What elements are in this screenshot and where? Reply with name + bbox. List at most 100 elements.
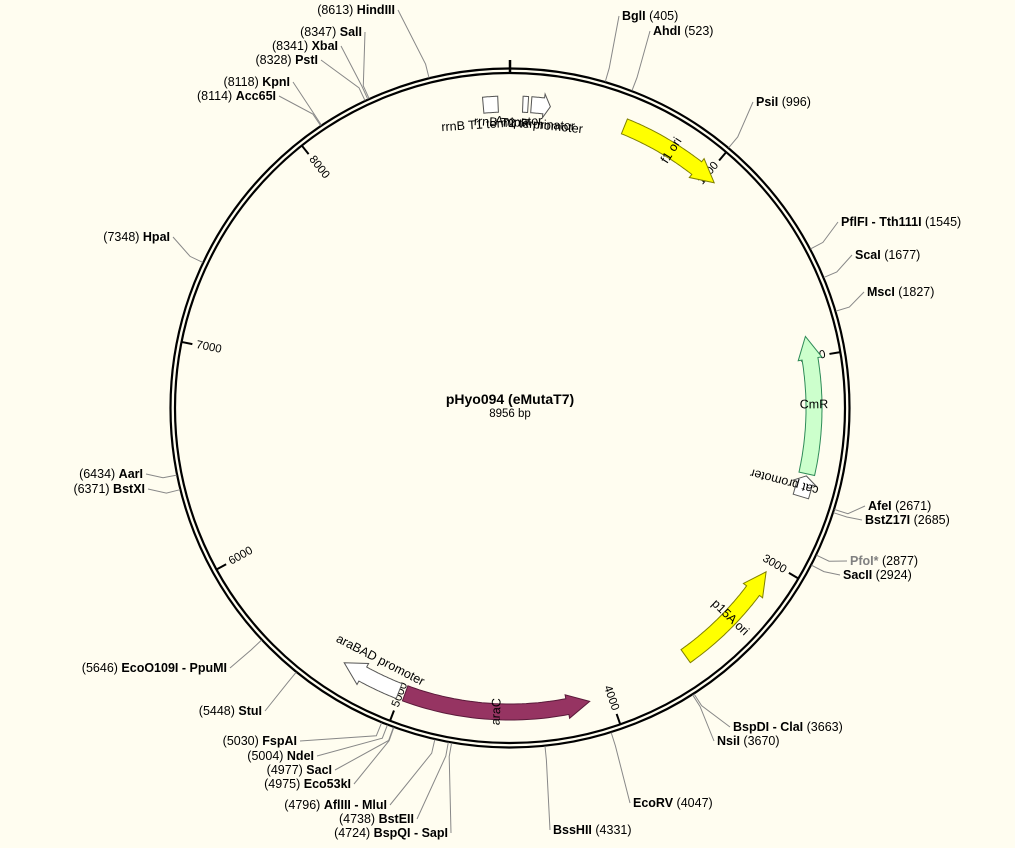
- site-afliii-mlui[interactable]: (4796) AflIII - MluI: [284, 739, 436, 812]
- site-bspqi-sapi-label[interactable]: (4724) BspQI - SapI: [334, 826, 448, 840]
- site-xbai-label[interactable]: (8341) XbaI: [272, 39, 338, 53]
- site-bsteii-label[interactable]: (4738) BstEII: [339, 812, 414, 826]
- site-position: (2685): [910, 513, 950, 527]
- site-ahdi-label[interactable]: AhdI (523): [653, 24, 713, 38]
- site-ndei[interactable]: (5004) NdeI: [247, 724, 388, 763]
- site-position: (8613): [317, 3, 357, 17]
- site-sacii-label[interactable]: SacII (2924): [843, 568, 912, 582]
- site-position: (1545): [922, 215, 962, 229]
- plasmid-title: pHyo094 (eMutaT7): [446, 391, 574, 407]
- site-name: NsiI: [717, 734, 740, 748]
- site-pflfi-tth111i-leader: [810, 221, 839, 250]
- site-name: BstXI: [113, 482, 145, 496]
- site-hpai-label[interactable]: (7348) HpaI: [103, 230, 170, 244]
- site-pflfi-tth111i-label[interactable]: PflFI - Tth111I (1545): [841, 215, 961, 229]
- site-hindiii-leader: [397, 9, 430, 78]
- site-name: KpnI: [262, 75, 290, 89]
- feature-rrnb-t2: rrnB T2 terminator: [474, 95, 576, 133]
- site-sali[interactable]: (8347) SalI: [300, 25, 370, 99]
- site-ecorv-label[interactable]: EcoRV (4047): [633, 796, 713, 810]
- site-nsii-leader: [692, 694, 715, 742]
- site-psii-label[interactable]: PsiI (996): [756, 95, 811, 109]
- site-bspqi-sapi[interactable]: (4724) BspQI - SapI: [334, 742, 453, 840]
- site-afei-label[interactable]: AfeI (2671): [868, 499, 931, 513]
- site-position: (2877): [878, 554, 918, 568]
- site-bsteii[interactable]: (4738) BstEII: [339, 742, 449, 826]
- site-saci-label[interactable]: (4977) SacI: [267, 763, 332, 777]
- site-nsii[interactable]: NsiI (3670): [692, 694, 780, 748]
- site-position: (6371): [73, 482, 113, 496]
- site-stui[interactable]: (5448) StuI: [199, 671, 297, 718]
- site-acc65i-label[interactable]: (8114) Acc65I: [197, 89, 276, 103]
- site-bspqi-sapi-leader: [448, 742, 453, 834]
- site-sacii[interactable]: SacII (2924): [811, 564, 912, 582]
- site-ndei-leader: [316, 724, 388, 757]
- site-eco53ki[interactable]: (4975) Eco53kI: [264, 727, 395, 792]
- site-aari-leader: [145, 473, 177, 479]
- feature-rrnb-t1-label: rrnB T1 terminator: [441, 114, 543, 134]
- site-scai[interactable]: ScaI (1677): [823, 248, 920, 278]
- site-pfoi-label[interactable]: PfoI* (2877): [850, 554, 918, 568]
- site-bsshii-label[interactable]: BssHII (4331): [553, 823, 632, 837]
- site-hpai[interactable]: (7348) HpaI: [103, 230, 204, 263]
- site-ecoo109i-ppumi-label[interactable]: (5646) EcoO109I - PpuMI: [82, 661, 227, 675]
- site-aari[interactable]: (6434) AarI: [79, 467, 177, 481]
- site-scai-label[interactable]: ScaI (1677): [855, 248, 920, 262]
- feature-cmr-shape: [797, 335, 823, 477]
- site-psii[interactable]: PsiI (996): [728, 95, 811, 149]
- site-fspai[interactable]: (5030) FspAI: [223, 722, 383, 748]
- site-pflfi-tth111i[interactable]: PflFI - Tth111I (1545): [810, 215, 962, 250]
- site-psti-label[interactable]: (8328) PstI: [255, 53, 318, 67]
- site-bgli[interactable]: BglI (405): [604, 9, 678, 82]
- site-eco53ki-label[interactable]: (4975) Eco53kI: [264, 777, 351, 791]
- site-nsii-label[interactable]: NsiI (3670): [717, 734, 780, 748]
- tick-label-7000: 7000: [195, 339, 222, 356]
- site-bsteii-leader: [416, 742, 449, 820]
- site-hindiii[interactable]: (8613) HindIII: [317, 3, 430, 78]
- site-bstxi[interactable]: (6371) BstXI: [73, 482, 181, 496]
- feature-rrnb-t2-label: rrnB T2 terminator: [474, 114, 576, 133]
- site-stui-label[interactable]: (5448) StuI: [199, 704, 262, 718]
- feature-rrnb-t2-shape: [521, 95, 530, 113]
- site-name: HindIII: [357, 3, 395, 17]
- site-ecoo109i-ppumi[interactable]: (5646) EcoO109I - PpuMI: [82, 639, 262, 675]
- site-name: HpaI: [143, 230, 170, 244]
- site-ahdi[interactable]: AhdI (523): [631, 24, 713, 91]
- site-fspai-label[interactable]: (5030) FspAI: [223, 734, 297, 748]
- feature-arac-label: araC: [488, 698, 503, 726]
- feature-cmr: CmR: [797, 335, 828, 477]
- site-kpni-label[interactable]: (8118) KpnI: [224, 75, 290, 89]
- site-afliii-mlui-label[interactable]: (4796) AflIII - MluI: [284, 798, 387, 812]
- site-bspdi-clai-label[interactable]: BspDI - ClaI (3663): [733, 720, 843, 734]
- site-pfoi[interactable]: PfoI* (2877): [816, 554, 919, 568]
- site-bstz17i[interactable]: BstZ17I (2685): [833, 512, 950, 527]
- site-psti[interactable]: (8328) PstI: [255, 53, 366, 101]
- site-eco53ki-leader: [353, 727, 395, 785]
- site-msci[interactable]: MscI (1827): [835, 285, 935, 312]
- site-name: AhdI: [653, 24, 681, 38]
- site-bsshii[interactable]: BssHII (4331): [544, 746, 632, 837]
- site-aari-label[interactable]: (6434) AarI: [79, 467, 143, 481]
- site-bspdi-clai[interactable]: BspDI - ClaI (3663): [693, 693, 843, 734]
- site-kpni[interactable]: (8118) KpnI: [224, 75, 322, 126]
- site-ndei-label[interactable]: (5004) NdeI: [247, 749, 314, 763]
- site-msci-label[interactable]: MscI (1827): [867, 285, 934, 299]
- site-ecorv[interactable]: EcoRV (4047): [610, 732, 713, 810]
- site-position: (1827): [895, 285, 935, 299]
- feature-ampr-promoter-shape: [530, 92, 551, 120]
- site-name: ScaI: [855, 248, 881, 262]
- site-sali-label[interactable]: (8347) SalI: [300, 25, 362, 39]
- site-ahdi-leader: [631, 30, 651, 91]
- site-saci[interactable]: (4977) SacI: [267, 727, 394, 777]
- site-bstxi-label[interactable]: (6371) BstXI: [73, 482, 145, 496]
- site-afei[interactable]: AfeI (2671): [834, 499, 932, 515]
- site-bstz17i-label[interactable]: BstZ17I (2685): [865, 513, 950, 527]
- site-bgli-label[interactable]: BglI (405): [622, 9, 678, 23]
- site-hindiii-label[interactable]: (8613) HindIII: [317, 3, 395, 17]
- feature-arac-shape: [401, 685, 591, 721]
- site-position: (8341): [272, 39, 312, 53]
- site-acc65i[interactable]: (8114) Acc65I: [197, 89, 322, 126]
- site-xbai[interactable]: (8341) XbaI: [272, 39, 369, 100]
- site-position: (8328): [255, 53, 295, 67]
- site-name: BspDI - ClaI: [733, 720, 803, 734]
